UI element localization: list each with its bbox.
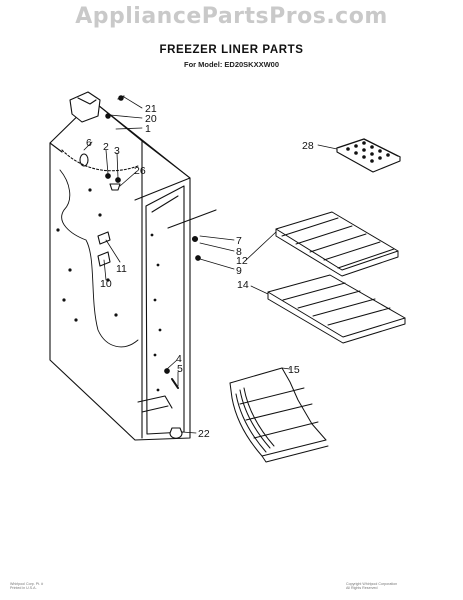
callout-2: 2	[103, 141, 109, 153]
callout-15: 15	[288, 364, 300, 376]
footer-left-line-1: Whirlpool Corp. Pt. #	[10, 582, 44, 586]
callout-26: 26	[134, 165, 146, 177]
part-callouts: 21 20 1 6 2 3 26 11 10 28 7 8 12 9 14 4 …	[86, 103, 314, 440]
callout-4: 4	[176, 353, 182, 365]
control-housing	[69, 91, 101, 123]
callout-1: 1	[145, 123, 151, 135]
footer-left-line-2: Printed in U.S.A.	[10, 586, 37, 591]
callout-12: 12	[236, 255, 248, 267]
callout-14: 14	[237, 279, 249, 291]
footer-right: Copyright Whirlpool Corporation All Righ…	[346, 582, 397, 590]
callout-21: 21	[145, 103, 157, 115]
callout-28: 28	[302, 140, 314, 152]
ice-tray	[336, 138, 401, 173]
model-number: For Model: ED20SKXXW00	[183, 60, 280, 69]
callout-5: 5	[177, 363, 183, 375]
callout-7: 7	[236, 235, 242, 247]
callout-8: 8	[236, 246, 242, 258]
shelf-brackets	[167, 209, 217, 261]
callout-9: 9	[236, 265, 242, 277]
callout-22: 22	[198, 428, 210, 440]
callout-6: 6	[86, 137, 92, 149]
wire-shelf-lower	[267, 274, 406, 344]
callout-3: 3	[114, 145, 120, 157]
shelf-rack-15	[229, 367, 329, 463]
foot-22	[169, 427, 183, 439]
callout-10: 10	[100, 278, 112, 290]
wire-shelf-upper	[275, 211, 399, 277]
footer-left: Whirlpool Corp. Pt. # Printed in U.S.A.	[10, 582, 43, 590]
part-5	[171, 378, 179, 389]
diagram-title: FREEZER LINER PARTS	[159, 44, 304, 56]
part-6	[79, 153, 89, 167]
screw-20	[105, 113, 111, 119]
watermark: AppliancePartsPros.com	[75, 4, 388, 29]
callout-11: 11	[116, 263, 127, 275]
screw-21	[117, 95, 125, 101]
footer-right-line-2: All Rights Reserved	[346, 586, 378, 591]
part-26	[109, 183, 121, 191]
liner-holes	[56, 188, 162, 392]
callout-20: 20	[145, 113, 157, 125]
part-10	[97, 251, 111, 267]
footer-right-line-1: Copyright Whirlpool Corporation	[346, 582, 398, 586]
